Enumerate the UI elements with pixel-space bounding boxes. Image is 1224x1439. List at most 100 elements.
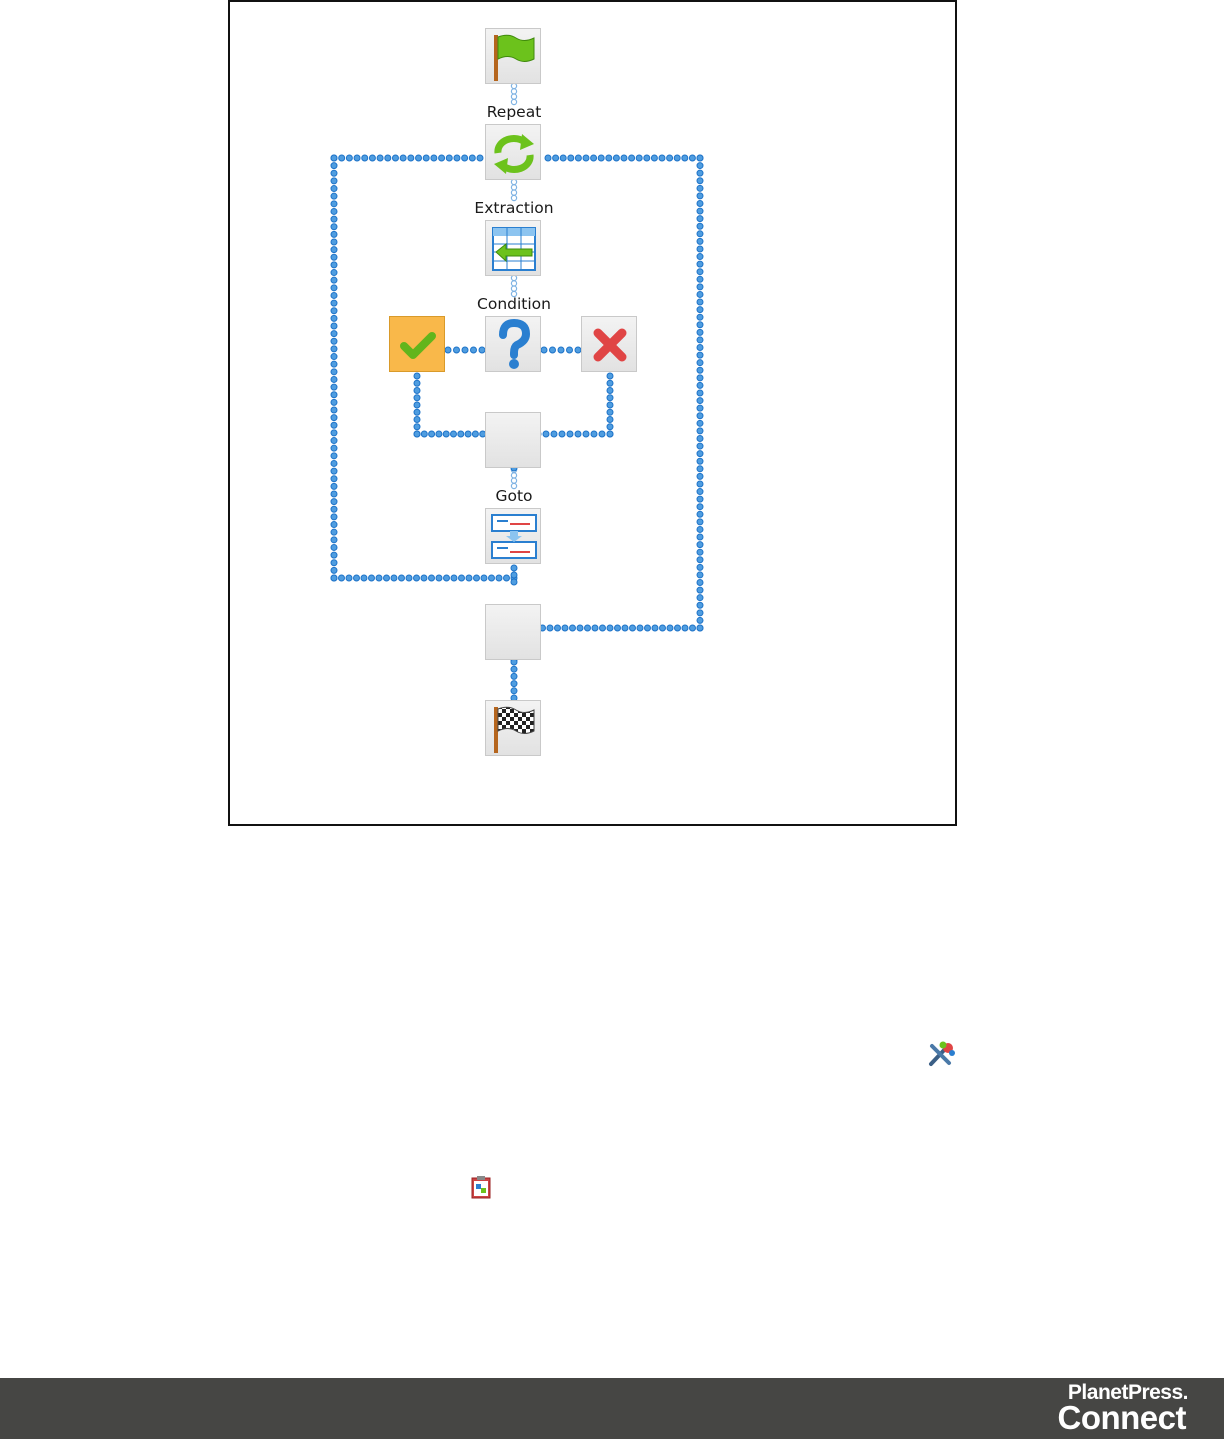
repeat-arrows-icon: [486, 125, 542, 181]
connector-dot: [598, 155, 604, 161]
connector-dot: [511, 478, 516, 483]
connector-dot: [331, 323, 337, 329]
red-x-icon: [582, 317, 638, 373]
connector-dot: [376, 575, 382, 581]
connector-dot: [659, 155, 665, 161]
connector-dot: [431, 155, 437, 161]
connector-dot: [339, 155, 345, 161]
connector-dot: [399, 575, 405, 581]
connector-dot: [331, 186, 337, 192]
connector-dot: [511, 190, 516, 195]
connector-dot: [331, 552, 337, 558]
false-branch-step[interactable]: [581, 316, 637, 372]
connector-dot: [697, 398, 703, 404]
condition-step[interactable]: [485, 316, 541, 372]
extraction-step[interactable]: [485, 220, 541, 276]
connector-dot: [629, 155, 635, 161]
connector-dot: [555, 625, 561, 631]
connector-dot: [331, 231, 337, 237]
connector-dot: [331, 399, 337, 405]
connector-dot: [567, 431, 573, 437]
connector-dot: [331, 537, 337, 543]
branch-merge-node[interactable]: [485, 412, 541, 468]
connector-dot: [697, 587, 703, 593]
connector-dot: [414, 380, 420, 386]
repeat-step[interactable]: [485, 124, 541, 180]
connector-dot: [675, 625, 681, 631]
connector-dot: [652, 625, 658, 631]
goto-step[interactable]: [485, 508, 541, 564]
start-step[interactable]: [485, 28, 541, 84]
connector-dot: [697, 549, 703, 555]
connector-dot: [697, 625, 703, 631]
connector-dot: [354, 575, 360, 581]
end-step[interactable]: [485, 700, 541, 756]
connector-dot: [436, 431, 442, 437]
connector-dot: [697, 489, 703, 495]
connector-dot: [459, 575, 465, 581]
connector-dot: [543, 431, 549, 437]
connector-dot: [697, 208, 703, 214]
loop-end-node[interactable]: [485, 604, 541, 660]
connector-dot: [331, 361, 337, 367]
connector-dot: [697, 322, 703, 328]
connector-dot: [354, 155, 360, 161]
connector-dot: [392, 155, 398, 161]
connector-dot: [414, 402, 420, 408]
connector-dot: [682, 625, 688, 631]
connector-dot: [429, 575, 435, 581]
connector-dot: [570, 625, 576, 631]
connector-dot: [331, 567, 337, 573]
connector-dot: [697, 496, 703, 502]
connector-dot: [331, 499, 337, 505]
connector-dot: [331, 239, 337, 245]
connector-dot: [511, 94, 516, 99]
connector-dot: [575, 155, 581, 161]
connector-dot: [606, 155, 612, 161]
connector-dot: [472, 431, 478, 437]
page-footer: [0, 1378, 1224, 1439]
connector-dot: [458, 431, 464, 437]
connector-dot: [511, 688, 517, 694]
connector-dot: [331, 285, 337, 291]
connector-dot: [607, 380, 613, 386]
connector-dot: [462, 155, 468, 161]
connector-dot: [697, 291, 703, 297]
connector-dot: [331, 262, 337, 268]
connector-dot: [331, 407, 337, 413]
connector-dot: [331, 331, 337, 337]
connector-dot: [607, 409, 613, 415]
clipboard-icon: [470, 1175, 492, 1199]
connector-dot: [697, 345, 703, 351]
connector-dot: [558, 347, 564, 353]
connector-dot: [346, 155, 352, 161]
connector-dot: [682, 155, 688, 161]
goto-icon: [486, 509, 542, 565]
connector-dot: [331, 208, 337, 214]
connector-dot: [511, 286, 516, 291]
connector-dot: [477, 155, 483, 161]
connector-dot: [697, 595, 703, 601]
connector-dot: [697, 155, 703, 161]
connector-dot: [331, 270, 337, 276]
connector-dot: [697, 617, 703, 623]
connector-dot: [414, 388, 420, 394]
connector-dot: [697, 193, 703, 199]
connector-dot: [331, 292, 337, 298]
connector-dot: [599, 431, 605, 437]
connector-dot: [496, 575, 502, 581]
connector-dot: [607, 424, 613, 430]
connector-dot: [621, 155, 627, 161]
connector-dot: [697, 246, 703, 252]
connector-dot: [591, 155, 597, 161]
connector-dot: [511, 565, 517, 571]
connector-dot: [607, 625, 613, 631]
connector-dot: [511, 673, 517, 679]
connector-dot: [697, 276, 703, 282]
true-branch-step[interactable]: [389, 316, 445, 372]
connector-dot: [697, 375, 703, 381]
connector-dot: [331, 514, 337, 520]
tools-icon: [928, 1041, 956, 1067]
connector-dot: [697, 284, 703, 290]
connector-dot: [331, 155, 337, 161]
